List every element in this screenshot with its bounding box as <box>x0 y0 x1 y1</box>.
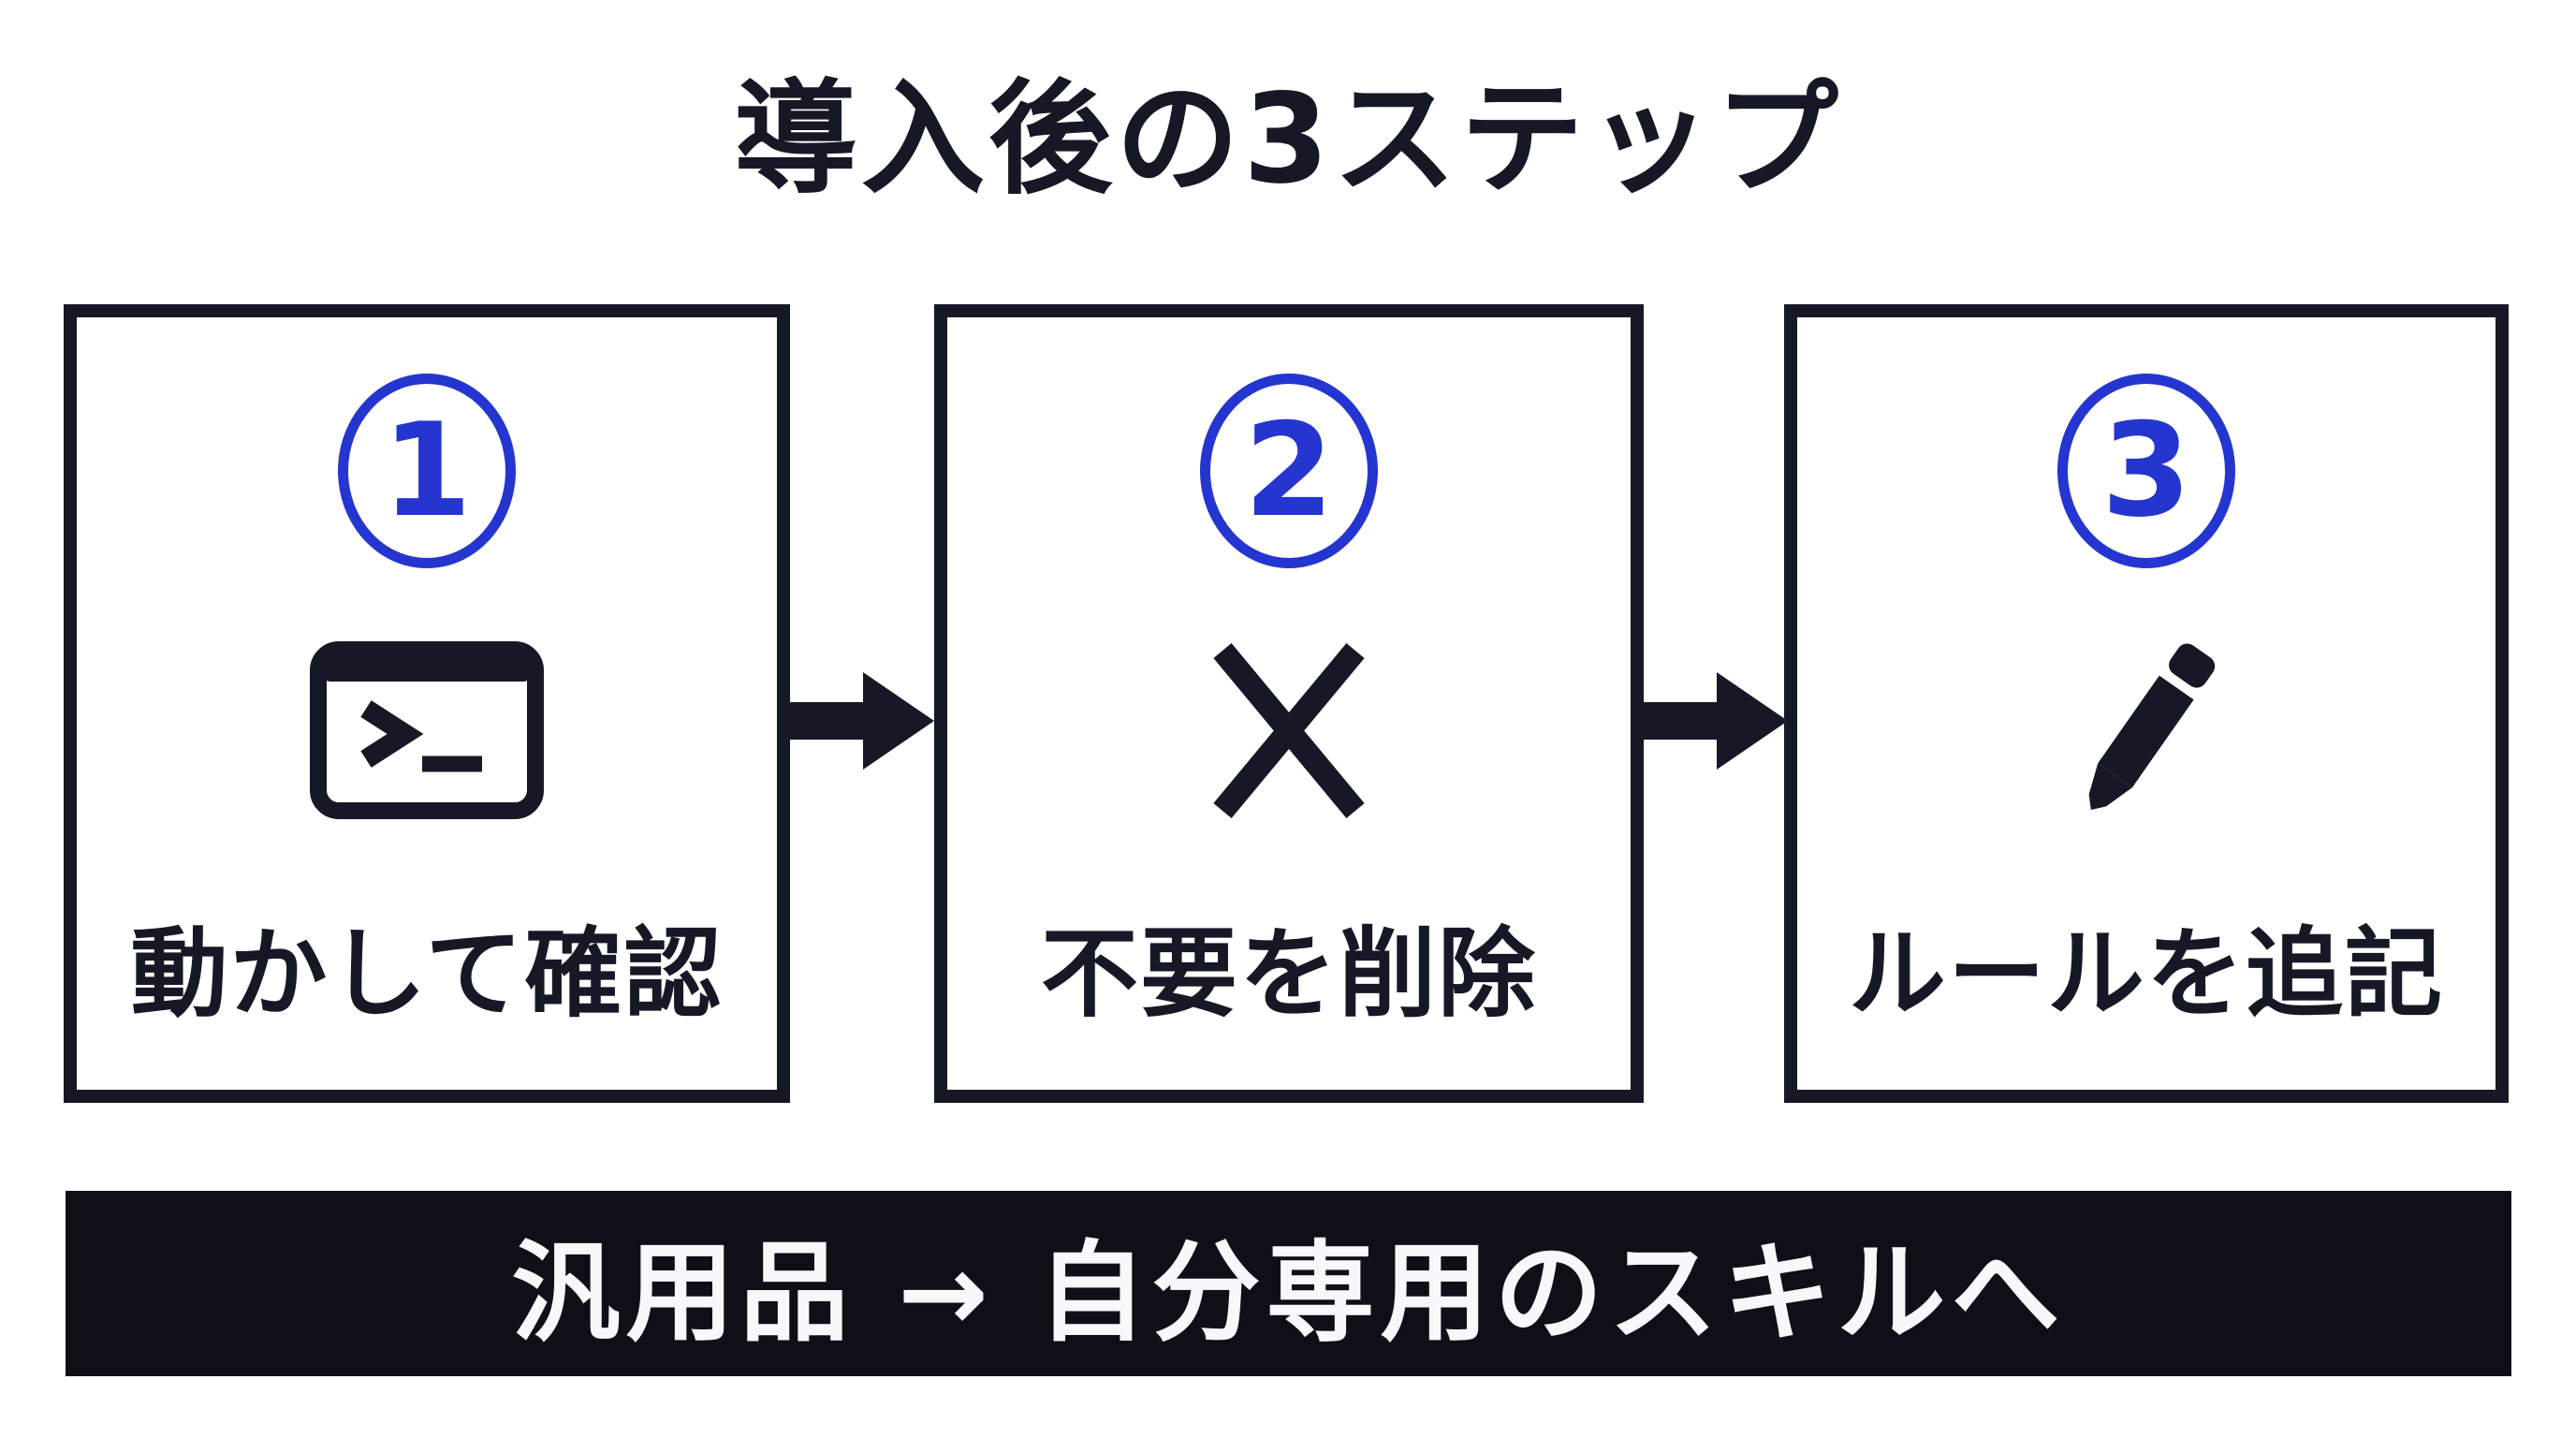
step-2-number-badge: 2 <box>1200 374 1378 568</box>
arrow-right-icon <box>1644 672 1788 770</box>
pencil-icon <box>2025 632 2268 829</box>
step-2-label: 不要を削除 <box>1040 917 1537 1031</box>
step-box-3: 3 ルールを追記 <box>1784 304 2509 1103</box>
step-box-1: 1 動かして確認 <box>64 304 790 1103</box>
step-1-number-badge: 1 <box>338 374 516 568</box>
step-3-label: ルールを追記 <box>1848 917 2444 1031</box>
footer-text: 汎用品 → 自分専用のスキルへ <box>511 1230 2066 1357</box>
step-1-number: 1 <box>381 395 473 546</box>
x-mark-icon <box>1167 632 1411 829</box>
footer-banner: 汎用品 → 自分専用のスキルへ <box>66 1191 2511 1376</box>
step-3-number-badge: 3 <box>2057 374 2235 568</box>
step-3-number: 3 <box>2100 395 2192 546</box>
arrow-right-icon <box>790 672 934 770</box>
step-1-label: 動かして確認 <box>130 917 724 1031</box>
step-2-number: 2 <box>1243 395 1335 546</box>
step-box-2: 2 不要を削除 <box>934 304 1644 1103</box>
page-title: 導入後の3ステップ <box>734 67 1842 212</box>
terminal-icon <box>305 632 549 829</box>
